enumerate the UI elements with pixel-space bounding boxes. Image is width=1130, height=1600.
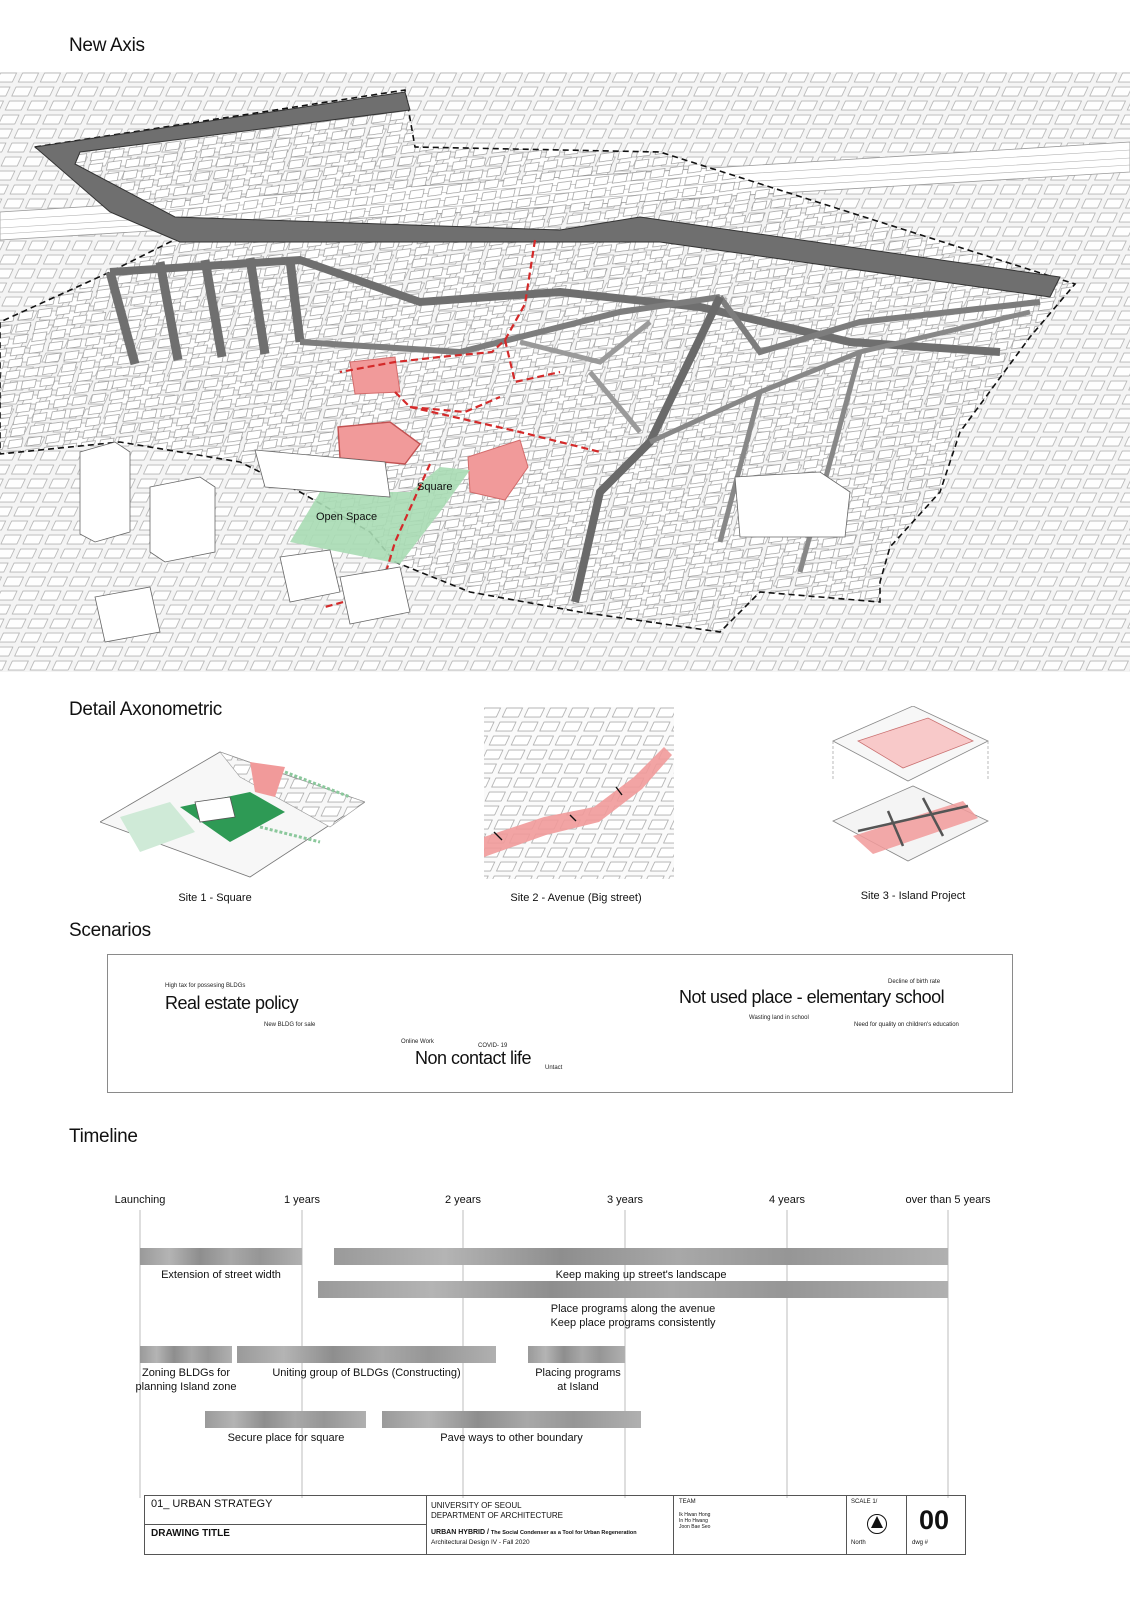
project-title: URBAN HYBRID / — [431, 1529, 489, 1536]
section-title-scenarios: Scenarios — [69, 920, 151, 941]
site-3-axonometric — [832, 706, 989, 862]
dwg-number: 00 — [919, 1505, 950, 1535]
scenario-non-contact: Non contact life — [415, 1048, 532, 1068]
bar-label-street-landscape: Keep making up street's landscape — [555, 1269, 727, 1281]
timeline-gridline — [624, 1210, 626, 1498]
note-covid: COVID- 19 — [478, 1043, 508, 1049]
drawing-title: DRAWING TITLE — [151, 1528, 230, 1539]
note-children-education: Need for quality on children's education — [854, 1022, 959, 1028]
title-block-divider — [906, 1495, 907, 1554]
bar-label-place-programs-1: Place programs along the avenue — [550, 1303, 716, 1315]
sheet-title: 01_ URBAN STRATEGY — [151, 1498, 273, 1510]
title-block-divider — [426, 1495, 427, 1554]
timeline-header-1-year: 1 years — [283, 1194, 321, 1206]
scale-label: SCALE 1/ — [851, 1499, 878, 1505]
team-member-1: Ik Hwan Hong — [679, 1512, 711, 1518]
timeline-header-over-5-years: over than 5 years — [905, 1194, 991, 1206]
note-online-work: Online Work — [401, 1039, 434, 1045]
new-axis-map — [0, 72, 1130, 672]
timeline-header-launching: Launching — [114, 1194, 166, 1206]
note-untact: Untact — [545, 1065, 563, 1071]
scenario-real-estate: Real estate policy — [165, 993, 299, 1013]
bar-label-uniting-group: Uniting group of BLDGs (Constructing) — [272, 1367, 461, 1379]
site-1-axonometric — [100, 751, 365, 878]
university-name: UNIVERSITY OF SEOUL — [431, 1501, 522, 1510]
project-subtitle: The Social Condenser as a Tool for Urban… — [490, 1530, 637, 1536]
timeline-bar — [527, 1346, 625, 1363]
timeline-header-2-years: 2 years — [444, 1194, 482, 1206]
site-1-caption: Site 1 - Square — [178, 892, 252, 904]
project-name: URBAN HYBRID / The Social Condenser as a… — [431, 1529, 637, 1536]
bar-label-zoning-1: Zoning BLDGs for — [141, 1367, 231, 1379]
site-3-caption: Site 3 - Island Project — [860, 890, 966, 902]
bar-label-pave-ways: Pave ways to other boundary — [440, 1432, 583, 1444]
note-wasting-land: Wasting land in school — [749, 1015, 809, 1021]
bar-label-place-programs-2: Keep place programs consistently — [550, 1317, 716, 1329]
note-high-tax: High tax for possesing BLDGs — [165, 983, 246, 989]
team-member-3: Joon Bae Seo — [679, 1524, 711, 1530]
timeline-bar — [204, 1411, 367, 1428]
dwg-label: dwg # — [912, 1540, 929, 1546]
bar-label-placing-programs-2: at Island — [557, 1381, 599, 1393]
timeline-bar — [317, 1281, 948, 1298]
timeline-bar — [333, 1248, 948, 1265]
bar-label-extension-street: Extension of street width — [161, 1269, 281, 1281]
north-arrow-icon — [867, 1514, 887, 1534]
timeline-bar — [140, 1248, 302, 1265]
bar-label-secure-square: Secure place for square — [227, 1432, 345, 1444]
team-label: TEAM — [679, 1499, 696, 1505]
bar-label-placing-programs-1: Placing programs — [535, 1367, 621, 1379]
title-block-divider — [846, 1495, 847, 1554]
section-title-detail-axonometric: Detail Axonometric — [69, 699, 223, 720]
section-title-timeline: Timeline — [69, 1126, 138, 1147]
title-block-divider — [144, 1524, 426, 1525]
department-name: DEPARTMENT OF ARCHITECTURE — [431, 1511, 564, 1520]
team-member-2: In Ho Hwang — [679, 1518, 708, 1524]
title-block-divider — [673, 1495, 674, 1554]
map-label-open-space: Open Space — [316, 511, 378, 523]
site-2-caption: Site 2 - Avenue (Big street) — [510, 892, 642, 904]
north-label: North — [851, 1540, 866, 1546]
title-block — [144, 1495, 966, 1555]
scenario-not-used-place: Not used place - elementary school — [679, 987, 945, 1007]
timeline-header-4-years: 4 years — [768, 1194, 806, 1206]
site-2-axonometric — [484, 707, 674, 879]
scenarios-box — [107, 954, 1013, 1093]
timeline-bar — [140, 1346, 233, 1363]
course-name: Architectural Design IV - Fall 2020 — [431, 1539, 530, 1546]
timeline-bar — [236, 1346, 496, 1363]
note-new-bldg: New BLDG for sale — [264, 1022, 316, 1028]
map-label-square: Square — [417, 481, 453, 493]
note-birth-rate: Decline of birth rate — [888, 979, 941, 985]
bar-label-zoning-2: planning Island zone — [135, 1381, 237, 1393]
section-title-new-axis: New Axis — [69, 35, 145, 56]
timeline-header-3-years: 3 years — [606, 1194, 644, 1206]
timeline-gridline — [947, 1210, 949, 1498]
timeline-bar — [382, 1411, 641, 1428]
timeline-gridline — [786, 1210, 788, 1498]
